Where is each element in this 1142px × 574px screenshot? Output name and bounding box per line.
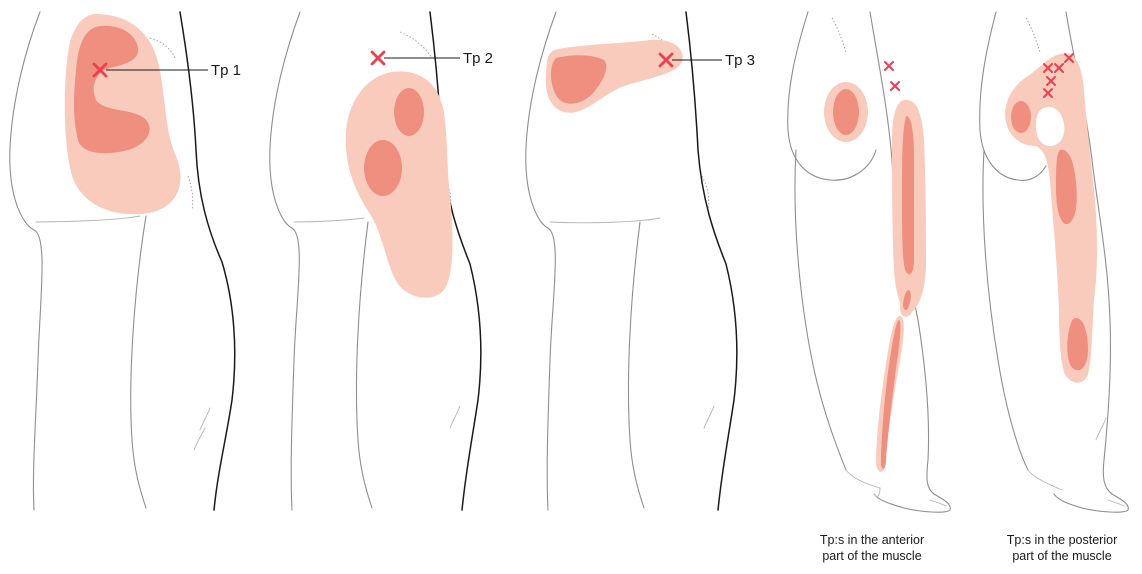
trigger-point-marker	[372, 52, 384, 64]
trigger-point-markers	[885, 62, 899, 90]
caption-line-2: part of the muscle	[822, 549, 921, 563]
panel-3: Tp 3	[526, 12, 755, 510]
caption-line-2: part of the muscle	[1012, 549, 1111, 563]
caption-line-1: Tp:s in the anterior	[820, 533, 924, 547]
tp-label: Tp 1	[211, 62, 241, 79]
tp-label: Tp 3	[725, 52, 755, 69]
tp-label: Tp 2	[463, 50, 493, 67]
panel-5: Tp:s in the posterior part of the muscle	[980, 12, 1129, 563]
panel-2: Tp 2	[270, 12, 493, 510]
panel-1: Tp 1	[10, 12, 241, 510]
panel-4: Tp:s in the anterior part of the muscle	[788, 12, 951, 563]
caption-line-1: Tp:s in the posterior	[1007, 533, 1117, 547]
